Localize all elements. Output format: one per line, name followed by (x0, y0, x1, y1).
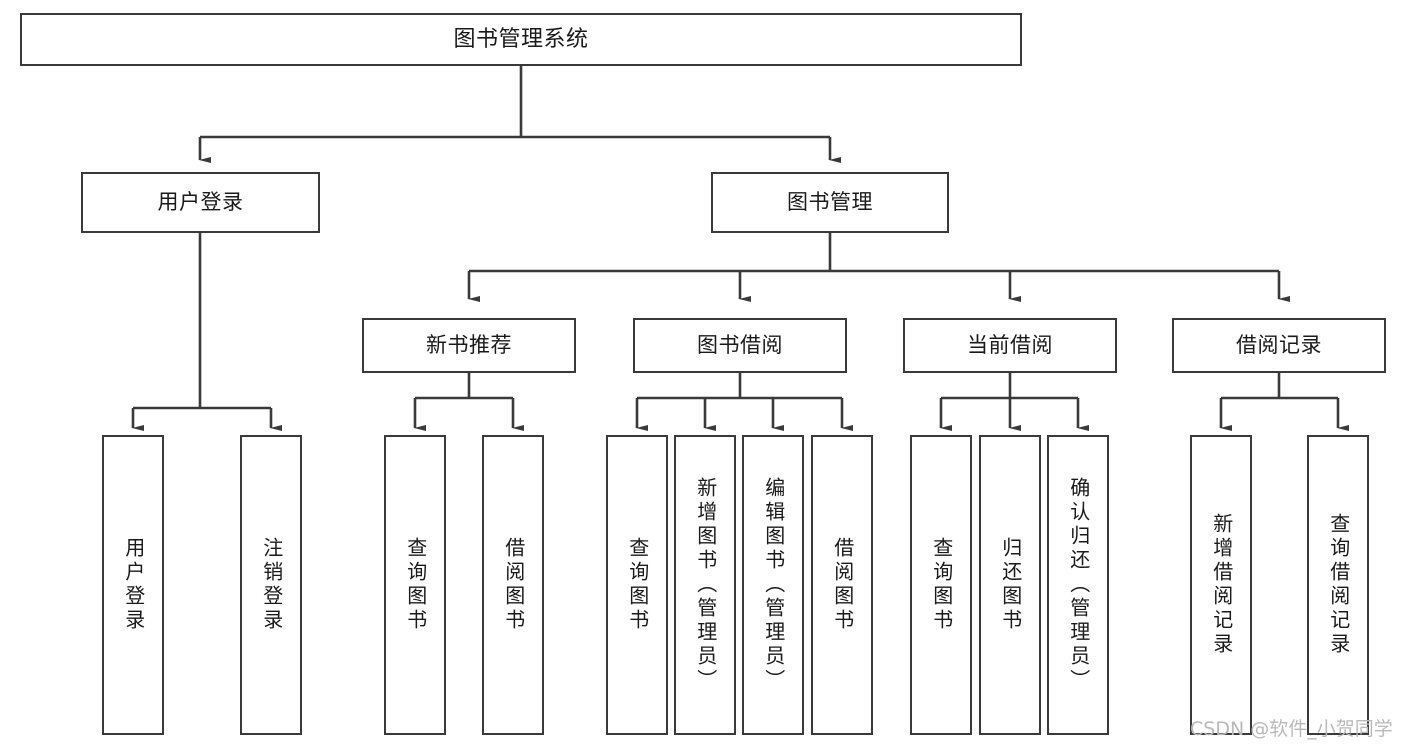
node-leaf-user-login-label: 用户登录 (121, 537, 146, 633)
node-leaf-borrow-book-2[interactable]: 借阅图书 (811, 435, 873, 735)
node-borrow-record-label: 借阅记录 (1236, 333, 1322, 358)
node-leaf-edit-book[interactable]: 编辑图书（管理员） (742, 435, 804, 735)
node-leaf-query-book-3-label: 查询图书 (929, 537, 954, 633)
node-book-management[interactable]: 图书管理 (711, 172, 949, 233)
node-leaf-query-book-3[interactable]: 查询图书 (910, 435, 972, 735)
node-current-borrow-label: 当前借阅 (967, 333, 1053, 358)
node-root[interactable]: 图书管理系统 (20, 13, 1022, 66)
node-book-borrow[interactable]: 图书借阅 (633, 318, 847, 373)
node-leaf-query-book-1-label: 查询图书 (403, 537, 428, 633)
node-leaf-logout[interactable]: 注销登录 (240, 435, 302, 735)
node-leaf-query-book-2[interactable]: 查询图书 (606, 435, 668, 735)
node-user-login-label: 用户登录 (157, 190, 244, 215)
node-leaf-borrow-book-1-label: 借阅图书 (501, 537, 526, 633)
node-leaf-add-book-label: 新增图书（管理员） (693, 477, 718, 693)
node-leaf-edit-book-label: 编辑图书（管理员） (761, 477, 786, 693)
node-leaf-user-login[interactable]: 用户登录 (102, 435, 164, 735)
node-leaf-query-record[interactable]: 查询借阅记录 (1307, 435, 1369, 735)
node-book-management-label: 图书管理 (787, 190, 873, 215)
node-leaf-borrow-book-2-label: 借阅图书 (830, 537, 855, 633)
node-leaf-query-record-label: 查询借阅记录 (1326, 513, 1351, 657)
node-leaf-confirm-return-label: 确认归还（管理员） (1066, 477, 1091, 693)
node-leaf-add-record[interactable]: 新增借阅记录 (1190, 435, 1252, 735)
node-leaf-query-book-1[interactable]: 查询图书 (384, 435, 446, 735)
node-current-borrow[interactable]: 当前借阅 (903, 318, 1117, 373)
node-leaf-confirm-return[interactable]: 确认归还（管理员） (1047, 435, 1109, 735)
node-book-borrow-label: 图书借阅 (697, 333, 783, 358)
node-leaf-borrow-book-1[interactable]: 借阅图书 (482, 435, 544, 735)
node-leaf-add-book[interactable]: 新增图书（管理员） (674, 435, 736, 735)
node-leaf-logout-label: 注销登录 (259, 537, 284, 633)
node-leaf-add-record-label: 新增借阅记录 (1209, 513, 1234, 657)
node-new-book-recommend-label: 新书推荐 (426, 333, 512, 358)
node-leaf-query-book-2-label: 查询图书 (625, 537, 650, 633)
node-user-login[interactable]: 用户登录 (81, 172, 320, 233)
node-leaf-return-book[interactable]: 归还图书 (979, 435, 1041, 735)
node-new-book-recommend[interactable]: 新书推荐 (362, 318, 576, 373)
node-borrow-record[interactable]: 借阅记录 (1172, 318, 1386, 373)
node-leaf-return-book-label: 归还图书 (998, 537, 1023, 633)
node-root-label: 图书管理系统 (453, 26, 589, 52)
